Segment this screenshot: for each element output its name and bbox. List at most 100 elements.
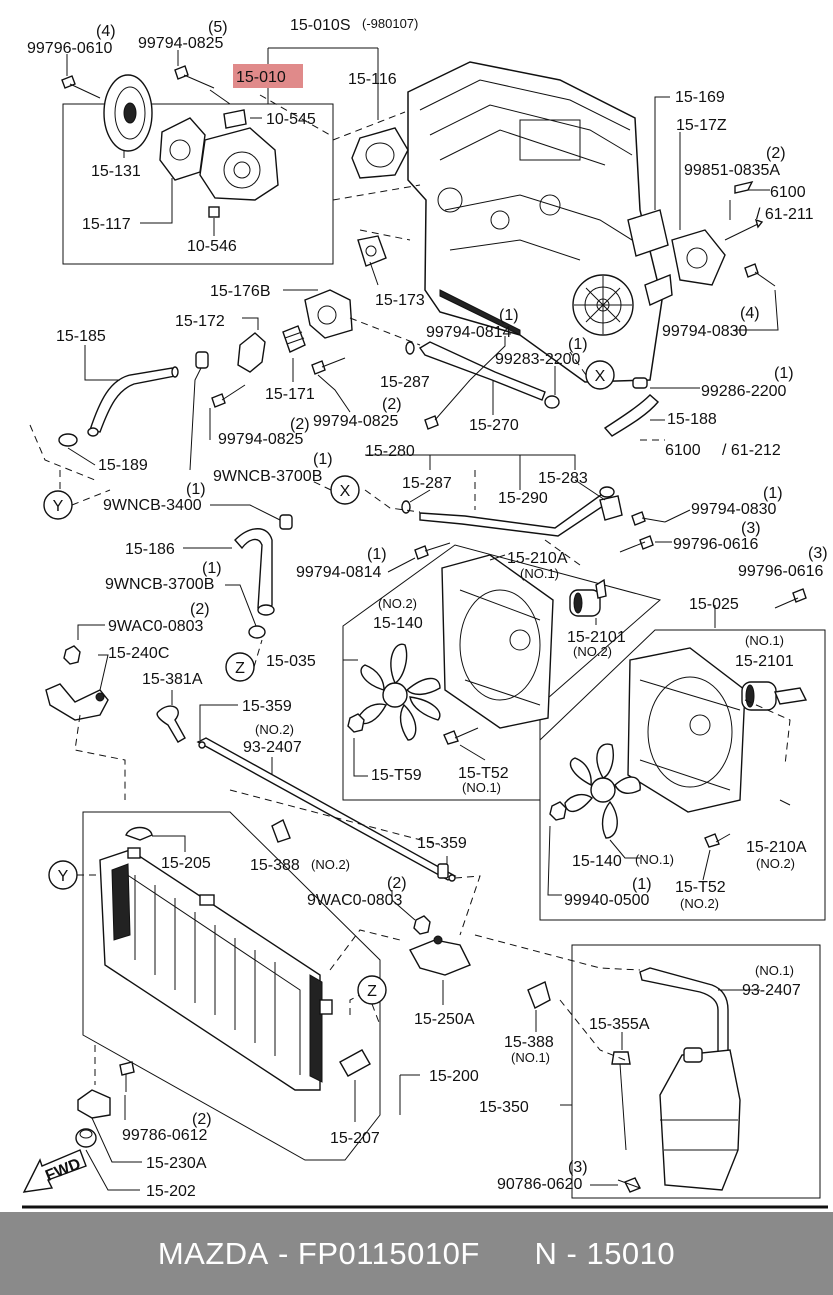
pin-15-355A bbox=[611, 1051, 631, 1151]
gasket-15-173 bbox=[357, 235, 387, 267]
footer-catalog-code: N - 15010 bbox=[534, 1235, 676, 1271]
label-no2-a: (NO.2) bbox=[378, 596, 417, 611]
callout-z-b: Z bbox=[357, 975, 387, 1005]
fan-15-140-no2 bbox=[357, 643, 441, 741]
nut-9wac0-0803-a bbox=[63, 645, 81, 665]
label-9wncb-3400: 9WNCB-3400 bbox=[103, 497, 202, 514]
label-no1-e: (NO.1) bbox=[755, 963, 794, 978]
bolt-99794-0814-b bbox=[414, 542, 451, 560]
cap-15-205 bbox=[125, 826, 153, 841]
bolt-99794-0825-top bbox=[174, 65, 215, 89]
motor-15-2101-no2 bbox=[569, 578, 607, 617]
label-15-t52-a: 15-T52 bbox=[458, 765, 509, 782]
label-99286-2200: 99286-2200 bbox=[701, 383, 787, 400]
hose-15-188 bbox=[603, 394, 659, 437]
bolt-99794-0830-b bbox=[631, 511, 666, 526]
radiator-group-box bbox=[82, 811, 381, 1161]
mount-15-202 bbox=[75, 1128, 97, 1148]
qty-99786-0612: (2) bbox=[192, 1111, 212, 1128]
qty-99794-0830-b: (1) bbox=[763, 485, 783, 502]
clamp-99286-2200 bbox=[632, 377, 648, 389]
label-980107: (-980107) bbox=[362, 16, 418, 31]
qty-99794-0825-b: (2) bbox=[382, 396, 402, 413]
qty-99794-0825-top: (5) bbox=[208, 19, 228, 36]
qty-99796-0610: (4) bbox=[96, 23, 116, 40]
bracket-15-250A bbox=[409, 935, 471, 976]
label-15-381a: 15-381A bbox=[142, 671, 203, 688]
label-9wncb-3700b-b: 9WNCB-3700B bbox=[105, 576, 214, 593]
qty-99794-0814-a: (1) bbox=[499, 307, 519, 324]
bolt-99794-0830-a bbox=[744, 263, 776, 287]
parts-diagram: X X Y Y Z Z 99796-0610 (4) 99794-0825 (5… bbox=[22, 16, 828, 1209]
label-15-035: 15-035 bbox=[266, 653, 316, 670]
label-99794-0814-a: 99794-0814 bbox=[426, 324, 512, 341]
label-15-140-b: 15-140 bbox=[572, 853, 622, 870]
label-15-388-b: 15-388 bbox=[504, 1034, 554, 1051]
label-15-290: 15-290 bbox=[498, 490, 548, 507]
label-15-359-a: 15-359 bbox=[242, 698, 292, 715]
label-15-171: 15-171 bbox=[265, 386, 315, 403]
qty-99794-0814-b: (1) bbox=[367, 546, 387, 563]
screw-15-T52-no1 bbox=[443, 727, 479, 745]
thermostat-housing-15-169 bbox=[627, 209, 726, 306]
bracket-15-283 bbox=[599, 495, 623, 521]
label-no2-b: (NO.2) bbox=[573, 644, 612, 659]
shroud-15-210A-no1 bbox=[441, 554, 554, 729]
hose-15-186 bbox=[234, 528, 275, 616]
label-6100-a: 6100 bbox=[770, 184, 806, 201]
hose-15-172 bbox=[237, 332, 266, 373]
qty-9wac0-0803-a: (2) bbox=[190, 601, 210, 618]
label-9wac0-0803-a: 9WAC0-0803 bbox=[108, 618, 204, 635]
label-99796-0616-a: 99796-0616 bbox=[673, 536, 759, 553]
callout-y-a: Y bbox=[43, 490, 73, 520]
bolt-99796-0616-b bbox=[774, 588, 807, 609]
clamp-9wncb-3400 bbox=[279, 514, 293, 530]
label-99283-2200: 99283-2200 bbox=[495, 351, 581, 368]
bolt-99796-0610 bbox=[61, 75, 101, 99]
label-15-010s: 15-010S bbox=[290, 17, 351, 34]
callout-y-b: Y bbox=[48, 860, 78, 890]
radiator-15-200 bbox=[99, 847, 333, 1091]
label-99794-0830-b: 99794-0830 bbox=[691, 501, 777, 518]
qty-99851-0835a: (2) bbox=[766, 145, 786, 162]
label-15-17z: 15-17Z bbox=[676, 117, 727, 134]
fan-15-140-no1 bbox=[564, 743, 641, 839]
thermostat-15-171 bbox=[282, 325, 306, 353]
highlight-15-010 bbox=[233, 64, 303, 88]
hose-15-381A bbox=[156, 705, 186, 743]
label-61-212: / 61-212 bbox=[722, 442, 781, 459]
footer-banner: MAZDA - FP0115010F N - 15010 bbox=[0, 1212, 833, 1295]
clamp-9wncb-3700b-b bbox=[248, 625, 266, 639]
clip-15-287-a bbox=[405, 341, 415, 355]
nut-99940-0500 bbox=[549, 801, 567, 821]
label-15-210a-a: 15-210A bbox=[507, 550, 568, 567]
label-15-205: 15-205 bbox=[161, 855, 211, 872]
label-99794-0830-a: 99794-0830 bbox=[662, 323, 748, 340]
label-15-2101-a: 15-2101 bbox=[567, 629, 626, 646]
footer-brand: MAZDA bbox=[157, 1235, 269, 1271]
label-no2-d: (NO.2) bbox=[311, 857, 350, 872]
svg-text:X: X bbox=[340, 483, 351, 500]
label-15-210a-b: 15-210A bbox=[746, 839, 807, 856]
label-9wncb-3700b-a: 9WNCB-3700B bbox=[213, 468, 322, 485]
label-15-116: 15-116 bbox=[348, 71, 397, 88]
label-no1-c: (NO.1) bbox=[462, 780, 501, 795]
label-15-188: 15-188 bbox=[667, 411, 717, 428]
qty-9wncb-3700b-b: (1) bbox=[202, 560, 222, 577]
footer-separator: - bbox=[268, 1235, 298, 1271]
qty-90786-0620: (3) bbox=[568, 1159, 588, 1176]
callout-z-a: Z bbox=[225, 652, 255, 682]
clip-15-287-b bbox=[401, 500, 411, 514]
part-labels: 99796-0610 (4) 99794-0825 (5) 15-010S (-… bbox=[27, 16, 828, 1200]
clip-15-359-b bbox=[437, 863, 449, 879]
callout-x-b: X bbox=[330, 475, 360, 505]
bolt-99796-0616-a bbox=[619, 535, 654, 553]
bracket-15-240C bbox=[45, 683, 109, 721]
label-10-545: 10-545 bbox=[266, 111, 316, 128]
clip-15-388-no1 bbox=[527, 981, 551, 1009]
nut-9wac0-0803-b bbox=[413, 915, 431, 935]
label-15-355a: 15-355A bbox=[589, 1016, 650, 1033]
label-no1-a: (NO.1) bbox=[520, 566, 559, 581]
label-15-250a: 15-250A bbox=[414, 1011, 475, 1028]
reservoir-15-350 bbox=[659, 1047, 741, 1191]
